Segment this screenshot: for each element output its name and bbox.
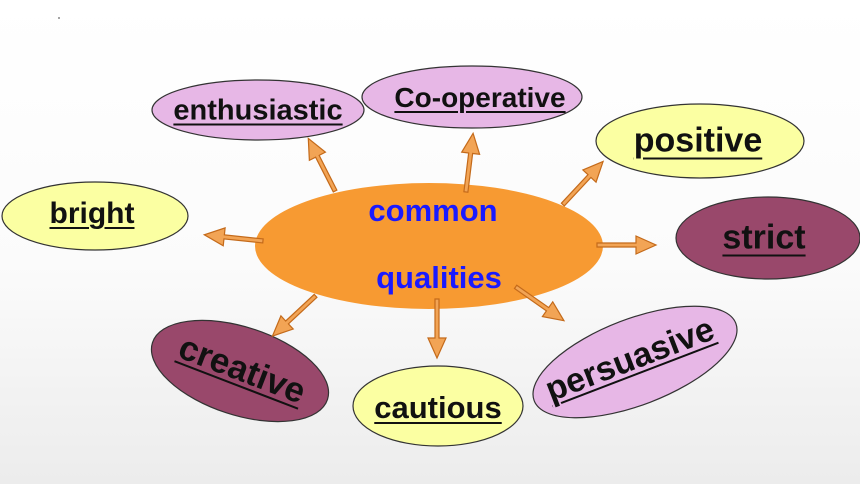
- label-cooperative: Co-operative: [394, 82, 566, 113]
- arrow-to-creative: [265, 288, 323, 344]
- node-persuasive-ellipse: [532, 305, 738, 419]
- node-bright-ellipse: [1, 181, 189, 251]
- center-label-line1: common: [368, 193, 498, 228]
- label-strict: strict: [722, 218, 806, 257]
- corner-dot: [58, 17, 60, 19]
- node-cautious-ellipse: [352, 365, 524, 447]
- node-cooperative-ellipse: [361, 65, 583, 129]
- node-strict-ellipse: [675, 196, 860, 280]
- center-ellipse: [255, 183, 603, 309]
- arrow-to-bright: [202, 225, 265, 251]
- node-creative-ellipse: [150, 319, 330, 423]
- center-label-line2: qualities: [376, 260, 502, 295]
- node-enthusiastic-ellipse: [151, 79, 365, 141]
- node-positive-ellipse: [595, 103, 805, 179]
- label-enthusiastic: enthusiastic: [173, 94, 343, 127]
- arrow-to-strict: [596, 235, 657, 255]
- label-cautious: cautious: [374, 390, 502, 425]
- arrow-to-enthusiastic: [299, 133, 344, 196]
- label-positive: positive: [633, 121, 763, 160]
- arrow-to-cooperative: [456, 131, 483, 194]
- arrow-to-positive: [555, 154, 611, 212]
- label-bright: bright: [49, 197, 135, 230]
